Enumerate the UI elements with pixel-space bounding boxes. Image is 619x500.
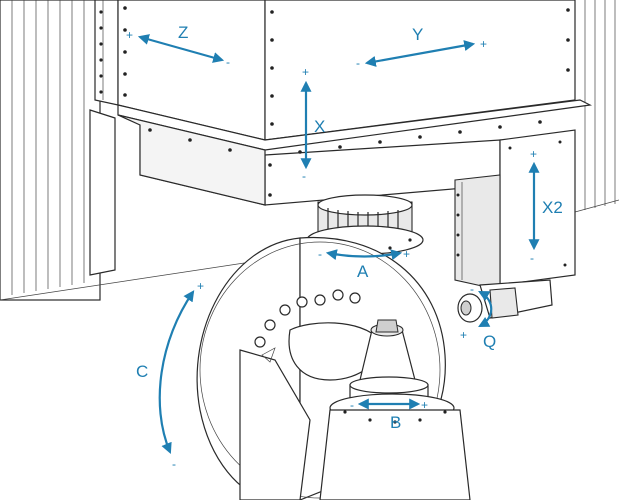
left-wall: [0, 0, 331, 301]
axis-c-label: C: [136, 362, 148, 381]
axis-a: A - +: [318, 247, 410, 281]
axis-x2-plus: +: [530, 147, 537, 161]
axis-c: C + -: [136, 279, 204, 471]
axis-c-plus: +: [197, 279, 204, 293]
axis-a-label: A: [357, 262, 369, 281]
axis-a-plus: +: [403, 247, 410, 261]
axis-b-plus: +: [421, 398, 428, 412]
ram-housing: [117, 0, 592, 206]
axis-c-minus: -: [172, 457, 176, 471]
axis-b-minus: -: [350, 398, 354, 412]
axis-y-label: Y: [412, 25, 423, 44]
axis-x2: X2 + -: [528, 147, 563, 265]
axis-z: Z + -: [126, 23, 230, 69]
axis-y-plus: +: [480, 37, 487, 51]
axis-x-label: X: [314, 117, 325, 136]
axis-b: B - +: [350, 398, 428, 432]
axis-x: X + -: [300, 65, 325, 183]
q-motor: [457, 279, 553, 323]
housing-bolts: [123, 6, 570, 197]
axis-z-label: Z: [178, 23, 188, 42]
right-wall: [574, 0, 619, 213]
axis-x2-minus: -: [530, 251, 534, 265]
axis-y-minus: -: [356, 56, 360, 70]
axis-x-minus: -: [302, 169, 306, 183]
axis-q: Q - +: [460, 282, 496, 351]
axis-q-label: Q: [483, 332, 496, 351]
left-column: [89, 0, 119, 276]
axis-y: Y - +: [356, 25, 487, 70]
axis-b-label: B: [390, 413, 401, 432]
axis-a-minus: -: [318, 247, 322, 261]
b-table: [319, 319, 471, 500]
axis-x2-label: X2: [542, 198, 563, 217]
axis-q-minus: -: [470, 282, 474, 296]
axis-q-plus: +: [460, 328, 467, 342]
axis-z-minus: -: [226, 55, 230, 69]
axis-x-plus: +: [302, 65, 309, 79]
axis-z-plus: +: [126, 28, 133, 42]
